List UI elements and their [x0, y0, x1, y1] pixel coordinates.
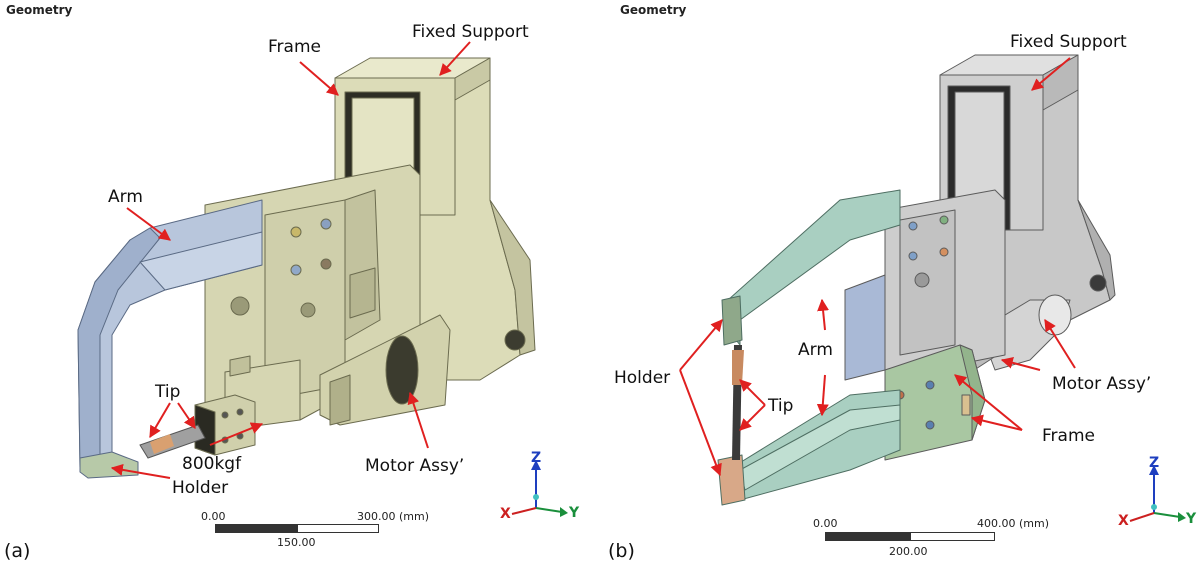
holder-lower-b — [717, 454, 746, 506]
scale-b-end: 400.00 (mm) — [977, 517, 1049, 530]
callout-holder-b: Holder — [614, 368, 671, 388]
axis-a-y: Y — [569, 505, 580, 521]
scale-a-end: 300.00 (mm) — [357, 510, 429, 523]
callout-tip: Tip — [155, 382, 181, 402]
axis-b-x: X — [1118, 513, 1129, 529]
callout-frame: Frame — [268, 37, 321, 57]
axis-triad-a: Z X Y — [500, 450, 580, 522]
holder-upper-b — [721, 295, 743, 346]
callout-arm: Arm — [108, 187, 143, 207]
panel-a-model — [77, 41, 536, 479]
callout-arm-b: Arm — [798, 340, 833, 360]
axis-b-z: Z — [1149, 455, 1160, 471]
panel-a-label: (a) — [4, 540, 31, 562]
callout-motor-b: Motor Assy’ — [1052, 374, 1152, 394]
callout-fixed-support-b: Fixed Support — [1010, 32, 1127, 52]
scale-a-mid: 150.00 — [277, 536, 316, 549]
axis-triad-b: Z X Y — [1118, 455, 1198, 529]
scale-b-start: 0.00 — [813, 517, 838, 530]
panel-b: Geometry — [600, 0, 1200, 568]
scale-a-dark — [215, 524, 297, 533]
callout-holder: Holder — [172, 478, 229, 498]
callout-motor: Motor Assy’ — [365, 456, 465, 476]
scale-a-light — [297, 524, 379, 533]
callout-tip-b: Tip — [768, 396, 794, 416]
callout-load: 800kgf — [182, 454, 242, 474]
panel-a-title: Geometry — [6, 3, 73, 17]
axis-b-y: Y — [1186, 511, 1197, 527]
panel-b-title: Geometry — [620, 3, 687, 17]
scale-b-dark — [825, 532, 910, 541]
callout-frame-b: Frame — [1042, 426, 1095, 446]
scale-a-start: 0.00 — [201, 510, 226, 523]
axis-a-z: Z — [531, 450, 542, 466]
scale-b-light — [910, 532, 995, 541]
axis-a-x: X — [500, 506, 511, 522]
callout-fixed-support: Fixed Support — [412, 22, 529, 42]
panel-b-model — [679, 54, 1116, 506]
arm-tip-end — [79, 451, 139, 479]
scale-bar-a: 0.00 300.00 (mm) 150.00 — [201, 508, 429, 549]
scale-b-mid: 200.00 — [889, 545, 928, 558]
panel-a: Geometry — [4, 3, 580, 562]
panel-b-label: (b) — [608, 540, 635, 562]
scale-bar-b: 0.00 400.00 (mm) 200.00 — [813, 515, 1049, 560]
